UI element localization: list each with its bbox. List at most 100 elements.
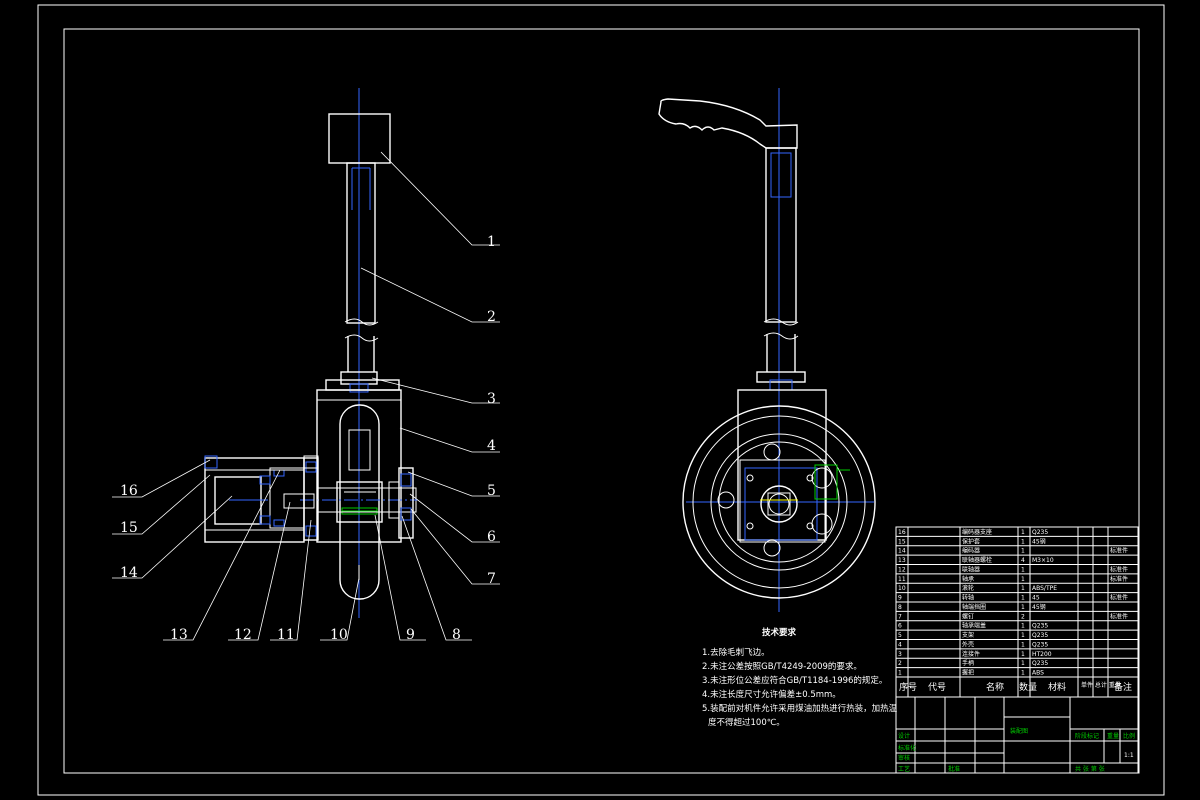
tb-standard: 标准化 <box>898 744 916 752</box>
part-label-6: 6 <box>487 529 496 545</box>
parts-cell-name: 转轴 <box>962 594 974 602</box>
side-grip-part-1 <box>658 98 798 149</box>
parts-cell-name: 轴端挡圈 <box>962 603 986 611</box>
part-label-13: 13 <box>170 627 188 643</box>
parts-cell-no: 9 <box>898 595 902 602</box>
note-6: 度不得超过100℃。 <box>708 717 785 728</box>
parts-cell-name: 编码器 <box>962 547 980 555</box>
parts-cell-no: 15 <box>898 538 906 545</box>
notes-title: 技术要求 <box>762 627 797 638</box>
note-2: 2.未注公差按照GB/T4249-2009的要求。 <box>702 661 862 672</box>
parts-cell-name: 握把 <box>962 669 974 677</box>
part-label-8: 8 <box>452 627 461 643</box>
parts-cell-qty: 1 <box>1021 604 1025 611</box>
header-name: 名称 <box>986 681 1004 693</box>
parts-cell-name: 支架 <box>962 631 974 639</box>
parts-cell-name: 螺钉 <box>962 612 974 620</box>
parts-cell-qty: 1 <box>1021 641 1025 648</box>
side-wheel-outer <box>682 405 876 599</box>
tb-approve: 批准 <box>948 765 960 773</box>
parts-cell-no: 8 <box>898 604 902 611</box>
parts-cell-material: Q235 <box>1032 529 1048 536</box>
tb-stage: 阶段标记 <box>1075 732 1099 740</box>
parts-cell-name: 编码器支座 <box>962 528 992 536</box>
header-material: 材料 <box>1048 681 1066 693</box>
encoder-cover-part-15 <box>204 457 305 543</box>
note-3: 3.未注形位公差应符合GB/T1184-1996的规定。 <box>702 675 887 686</box>
parts-cell-qty: 4 <box>1021 557 1025 564</box>
parts-cell-remark: 标准件 <box>1110 565 1128 573</box>
part-label-11: 11 <box>277 627 295 643</box>
parts-table-row: 8 轴端挡圈 1 45钢 <box>896 603 1138 612</box>
note-5: 5.装配前对机件允许采用煤油加热进行热装，加热温 <box>702 703 898 714</box>
parts-cell-remark: 标准件 <box>1110 575 1128 583</box>
part-labels: 1 2 3 4 5 6 7 8 9 10 11 12 13 14 15 16 <box>120 234 496 643</box>
side-hub <box>760 485 798 523</box>
side-view <box>658 88 876 612</box>
part-label-7: 7 <box>487 571 496 587</box>
side-handle-tube <box>765 147 797 323</box>
parts-cell-material: ABS/TPE <box>1032 585 1057 592</box>
part-label-12: 12 <box>234 627 252 643</box>
bracket-part-5 <box>388 481 400 519</box>
parts-cell-no: 4 <box>898 641 902 648</box>
parts-table-row: 4 外壳 1 Q235 <box>896 640 1138 650</box>
parts-cell-no: 1 <box>898 670 902 677</box>
parts-cell-no: 12 <box>898 566 906 573</box>
handle-tube-part-2 <box>346 162 376 324</box>
tb-check: 审核 <box>898 754 910 762</box>
tb-scale: 比例 <box>1123 732 1135 740</box>
parts-cell-no: 2 <box>898 660 902 667</box>
parts-cell-qty: 2 <box>1021 613 1025 620</box>
tb-scale-value: 1:1 <box>1124 752 1134 759</box>
drawing-name: 装配图 <box>1010 727 1028 735</box>
tb-sheet: 共 张 第 张 <box>1075 765 1105 773</box>
parts-cell-name: 轴承端盖 <box>962 622 986 630</box>
parts-cell-remark: 标准件 <box>1110 594 1128 602</box>
title-block: 装配图 设计 标准化 审核 工艺 批准 阶段标记 重量 比例 1:1 共 张 第… <box>895 696 1139 774</box>
parts-cell-qty: 1 <box>1021 623 1025 630</box>
parts-cell-material: Q235 <box>1032 641 1048 648</box>
parts-cell-qty: 1 <box>1021 651 1025 658</box>
parts-cell-remark: 标准件 <box>1110 612 1128 620</box>
parts-cell-qty: 1 <box>1021 632 1025 639</box>
note-1: 1.去除毛刺飞边。 <box>702 647 770 658</box>
part-label-16: 16 <box>120 483 138 499</box>
parts-cell-name: 联轴器 <box>962 565 980 573</box>
tb-process: 工艺 <box>898 765 910 773</box>
part-label-10: 10 <box>330 627 348 643</box>
parts-cell-material: Q235 <box>1032 660 1048 667</box>
coupling-part-12 <box>269 467 305 529</box>
parts-cell-no: 5 <box>898 632 902 639</box>
header-qty: 数量 <box>1019 681 1037 693</box>
parts-cell-no: 7 <box>898 613 902 620</box>
outer-sheet-border <box>37 4 1165 796</box>
tb-design: 设计 <box>898 732 910 740</box>
part-label-5: 5 <box>487 483 496 499</box>
encoder-support-part-16 <box>204 455 218 469</box>
part-label-1: 1 <box>487 234 496 250</box>
parts-cell-name: 外壳 <box>962 640 974 648</box>
parts-cell-remark: 标准件 <box>1110 547 1128 555</box>
parts-cell-qty: 1 <box>1021 576 1025 583</box>
parts-cell-material: ABS <box>1032 670 1044 677</box>
parts-cell-material: M3×10 <box>1032 557 1054 564</box>
parts-cell-no: 6 <box>898 623 902 630</box>
header-remark: 备注 <box>1114 681 1132 693</box>
parts-cell-material: 45钢 <box>1032 603 1046 611</box>
part-label-14: 14 <box>120 565 138 581</box>
parts-table-header: 序号 代号 名称 数量 材料 单件 总计 重量 备注 <box>896 676 1138 693</box>
parts-cell-name: 连接件 <box>962 650 980 658</box>
